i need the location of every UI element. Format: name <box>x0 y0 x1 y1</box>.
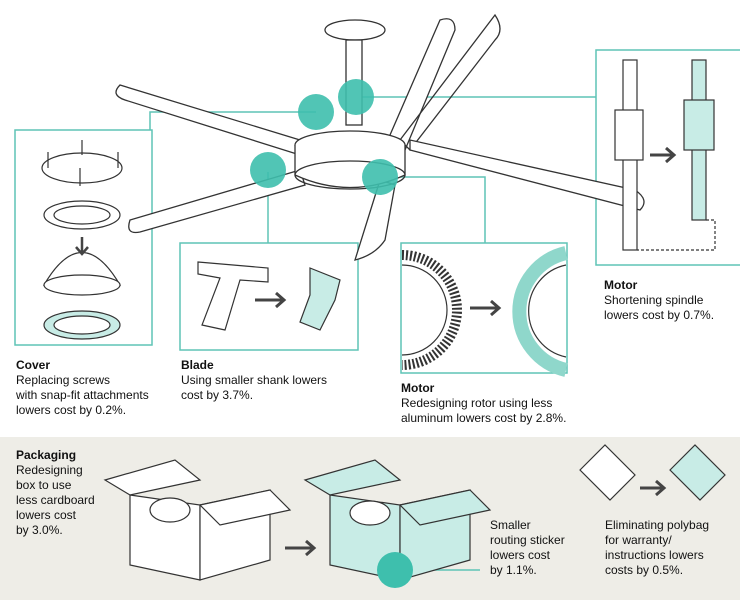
packaging-text-line: box to use <box>16 478 72 492</box>
rotor-text-line: Redesigning rotor using less <box>401 396 553 410</box>
spindle-highlight-dot <box>338 79 374 115</box>
packaging-title: Packaging <box>16 448 77 462</box>
cover-parts-illustration <box>41 140 123 340</box>
blade-arrow-icon <box>255 291 287 309</box>
rotor-text-line: aluminum lowers cost by 2.8%. <box>401 411 567 425</box>
blade-title: Blade <box>181 358 214 372</box>
packaging-text-line: less cardboard <box>16 493 95 507</box>
polybag-text-line: instructions lowers <box>605 548 704 562</box>
cover-text-line: lowers cost by 0.2%. <box>16 403 127 417</box>
ceiling-fan-illustration <box>115 13 645 261</box>
cover-text-line: with snap-fit attachments <box>16 388 149 402</box>
shank-parts-illustration <box>197 261 341 331</box>
spindle-parts-illustration <box>614 59 716 251</box>
rotor-callout-box <box>400 242 568 374</box>
blade-text-line: cost by 3.7%. <box>181 388 254 402</box>
packaging-text-line: Redesigning <box>16 463 83 477</box>
spindle-text-line: Shortening spindle <box>604 293 704 307</box>
sticker-text-line: Smaller <box>490 518 531 532</box>
blade-highlight-dot <box>250 152 286 188</box>
rotor-caption: Motor Redesigning rotor using less alumi… <box>401 381 566 426</box>
cover-arrow-icon <box>75 237 89 256</box>
rotor-highlight-dot <box>362 159 398 195</box>
rotor-parts-illustration <box>401 246 568 377</box>
cover-title: Cover <box>16 358 51 372</box>
cover-text-line: Replacing screws <box>16 373 111 387</box>
sticker-text-line: lowers cost <box>490 548 551 562</box>
spindle-caption: Motor Shortening spindle lowers cost by … <box>604 278 714 323</box>
packaging-text-line: by 3.0%. <box>16 523 63 537</box>
box-arrow-icon <box>285 539 317 557</box>
blade-caption: Blade Using smaller shank lowers cost by… <box>181 358 327 403</box>
cover-callout-box <box>14 129 153 346</box>
polybag-text-line: costs by 0.5%. <box>605 563 684 577</box>
packaging-text-line: lowers cost <box>16 508 77 522</box>
spindle-arrow-icon <box>650 146 677 164</box>
sticker-text-line: routing sticker <box>490 533 565 547</box>
polybag-arrow-icon <box>640 479 667 497</box>
polybag-caption: Eliminating polybag for warranty/ instru… <box>605 518 709 578</box>
box-illustrations <box>103 444 726 581</box>
blade-text-line: Using smaller shank lowers <box>181 373 328 387</box>
cover-caption: Cover Replacing screws with snap-fit att… <box>16 358 149 418</box>
cover-leader-line <box>149 111 316 130</box>
rotor-title: Motor <box>401 381 435 395</box>
sticker-caption: Smaller routing sticker lowers cost by 1… <box>490 518 565 578</box>
spindle-title: Motor <box>604 278 638 292</box>
sticker-text-line: by 1.1%. <box>490 563 537 577</box>
rotor-arrow-icon <box>470 299 502 317</box>
polybag-text-line: Eliminating polybag <box>605 518 710 532</box>
blade-callout-box <box>179 242 359 351</box>
spindle-text-line: lowers cost by 0.7%. <box>604 308 715 322</box>
spindle-callout-box <box>595 49 740 266</box>
rotor-leader-line <box>382 176 486 243</box>
packaging-caption: Packaging Redesigning box to use less ca… <box>16 448 95 538</box>
sticker-highlight-dot <box>377 552 413 588</box>
polybag-text-line: for warranty/ <box>605 533 672 547</box>
cover-highlight-dot <box>298 94 334 130</box>
